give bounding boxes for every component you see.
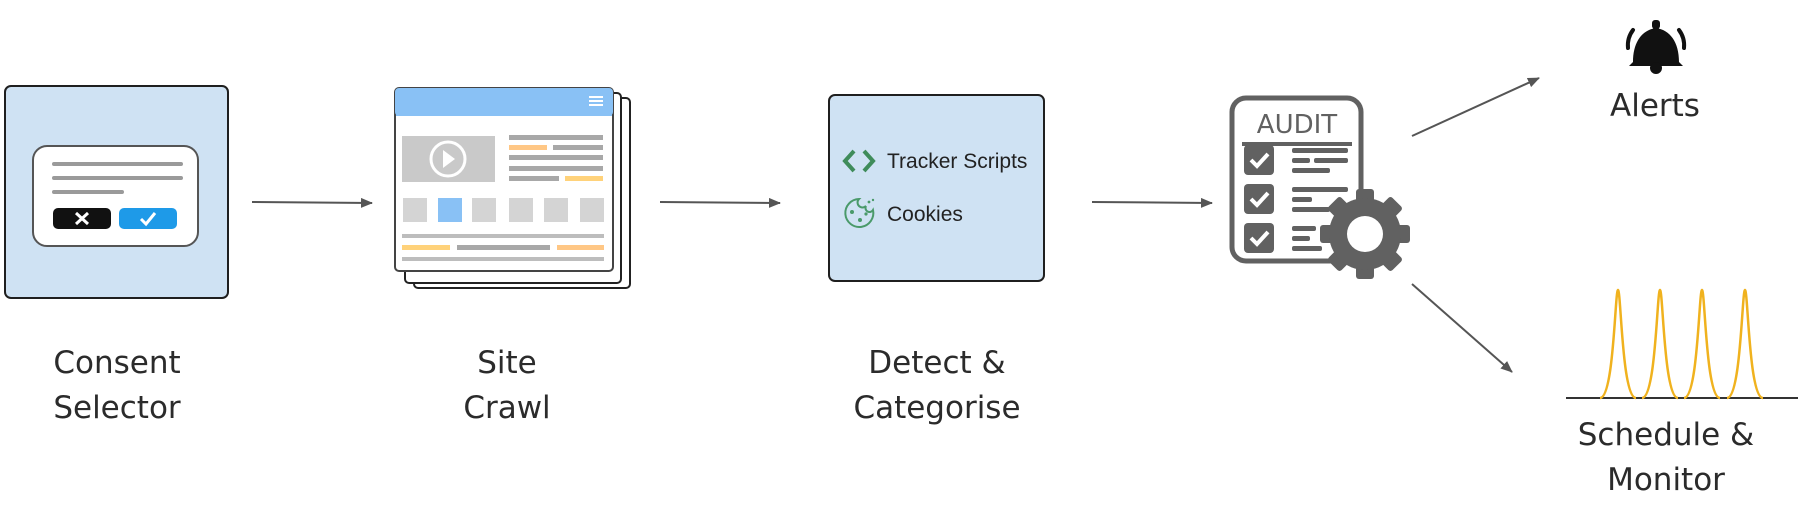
caption-line: Detect & bbox=[868, 345, 1006, 381]
gear-icon bbox=[1320, 189, 1410, 279]
audit-clipboard-icon bbox=[1229, 95, 1364, 264]
arrow-crawl-to-detect bbox=[659, 197, 781, 208]
arrow-consent-to-crawl bbox=[251, 197, 373, 208]
arrow-to-schedule bbox=[1411, 283, 1513, 373]
caption-line: Categorise bbox=[853, 390, 1021, 426]
caption-line: Selector bbox=[53, 390, 181, 426]
code-brackets-icon bbox=[842, 149, 876, 173]
caption-schedule-monitor: Schedule & Monitor bbox=[1566, 413, 1766, 503]
browser-pages-icon bbox=[394, 87, 631, 289]
caption-line: Schedule & bbox=[1577, 417, 1755, 453]
caption-line: Monitor bbox=[1607, 462, 1725, 498]
caption-line: Alerts bbox=[1610, 88, 1700, 124]
audit-badge: AUDIT bbox=[1257, 110, 1338, 140]
caption-line: Crawl bbox=[463, 390, 551, 426]
caption-line: Site bbox=[477, 345, 537, 381]
cookies-label: Cookies bbox=[887, 203, 963, 226]
caption-line: Consent bbox=[53, 345, 181, 381]
arrow-to-alerts bbox=[1411, 77, 1540, 137]
consent-panel bbox=[4, 85, 229, 299]
caption-detect-categorise: Detect & Categorise bbox=[820, 341, 1054, 431]
tracker-scripts-label: Tracker Scripts bbox=[887, 150, 1028, 173]
cookie-icon bbox=[844, 197, 875, 228]
caption-alerts: Alerts bbox=[1575, 84, 1735, 129]
activity-spikes-icon bbox=[1566, 288, 1798, 400]
detect-panel bbox=[828, 94, 1045, 282]
caption-site-crawl: Site Crawl bbox=[410, 341, 604, 431]
consent-dialog-icon bbox=[32, 145, 199, 247]
bell-icon bbox=[1625, 20, 1687, 74]
arrow-detect-to-audit bbox=[1091, 197, 1213, 208]
caption-consent-selector: Consent Selector bbox=[20, 341, 214, 431]
